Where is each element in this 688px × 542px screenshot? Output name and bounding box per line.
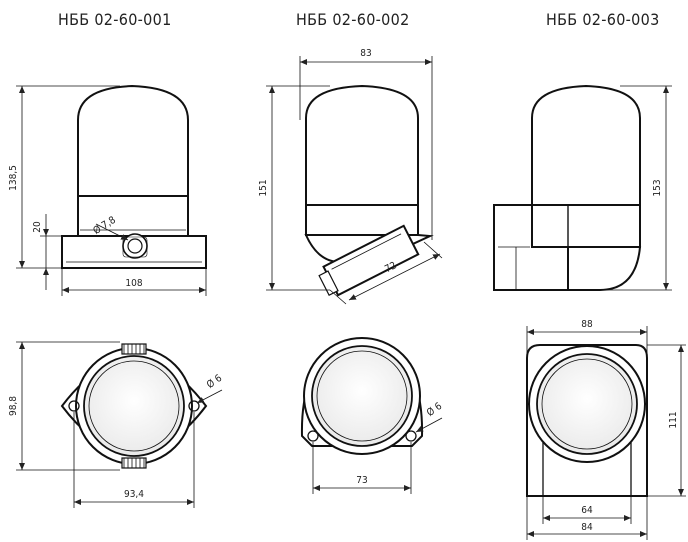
fixture-3-side-dims [600,85,672,291]
fixture-1-bottom-view [60,343,208,469]
model-title-001: НББ 02-60-001 [58,10,172,29]
fixture-3-bottom-view [526,344,648,497]
fixture-2-side-dims [266,56,443,305]
dim-width-64: 64 [581,505,593,516]
model-title-002: НББ 02-60-002 [296,10,410,29]
dim-height-98-8: 98,8 [8,396,19,416]
dim-width-83: 83 [360,48,371,59]
fixture-3-side-view [493,84,642,291]
dim-angled-72: 72 [383,260,398,275]
dim-height-138-5: 138,5 [8,165,19,191]
dim-height-153: 153 [652,179,663,196]
fixture-2-bottom-dims [312,417,443,494]
dim-width-73: 73 [356,475,367,486]
model-title-003: НББ 02-60-003 [546,10,660,29]
fixture-2-side-view [304,84,434,297]
dim-hole-6-middle: Ø 6 [424,400,444,419]
fixture-1-bottom-dims [16,341,223,508]
dim-width-108: 108 [125,278,142,289]
fixture-3-bottom-dims [526,326,686,540]
dim-base-height-20: 20 [32,221,43,233]
dim-width-88: 88 [581,319,593,330]
fixture-2-bottom-view [300,337,424,455]
fixture-1-side-dims [16,85,207,296]
dim-height-151: 151 [258,179,269,196]
dim-hole-6-left: Ø 6 [204,372,224,391]
dim-width-84: 84 [581,522,593,533]
dim-width-93-4: 93,4 [124,489,144,500]
fixture-1-side-view [61,84,207,269]
dim-height-111: 111 [668,411,679,428]
